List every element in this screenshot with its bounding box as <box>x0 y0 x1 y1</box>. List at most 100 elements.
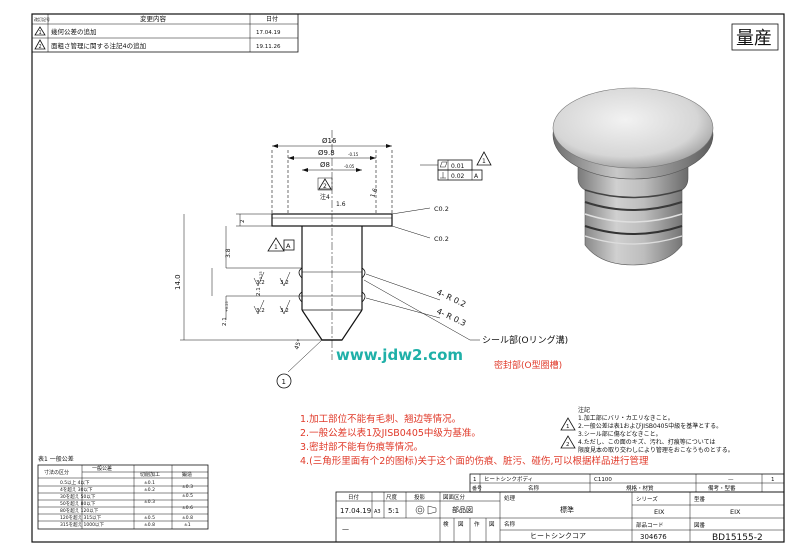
tol-row6-size: 120を超え 315以下 <box>60 514 102 521</box>
parts-qty: 1 <box>771 477 775 483</box>
roughness-1: 3.2 <box>256 280 265 286</box>
title-block: 1 ヒートシンクボディ C1100 — 1 番号 名称 規格・材質 備考・型番 … <box>335 473 785 543</box>
tol-head-general: 一般公差 <box>92 465 112 472</box>
notes-jp-title: 注記 <box>578 406 590 414</box>
tb-drawing-class: 部品図 <box>452 505 473 514</box>
flatness-value: 0.01 <box>451 163 465 170</box>
perp-value: 0.02 <box>451 173 465 180</box>
roughness-2: 3.2 <box>280 280 289 286</box>
tol-row3-cut: ±0.3 <box>144 499 155 505</box>
tb-series-value: EIX <box>654 508 665 516</box>
head-no: 番号 <box>472 485 482 492</box>
note-jp-triangle-2-num: 2 <box>566 442 570 448</box>
part-3d-render <box>552 87 714 266</box>
tb-scale-label: 尺度 <box>386 493 398 501</box>
tb-dwg-label: 図番 <box>694 522 706 529</box>
tb-name-label: 名称 <box>504 520 516 528</box>
note-jp-triangle-2 <box>560 435 576 449</box>
rev-triangle-1 <box>34 26 46 36</box>
note-jp-2: 2.一般公差は表1およびJISB0405中級を基準とする。 <box>578 422 722 430</box>
tb-proj-label: 投影 <box>414 493 426 501</box>
note-jp-3: 3.シール部に傷などなきこと。 <box>578 430 662 438</box>
tb-type-label: 型番 <box>694 495 706 503</box>
tb-tag-draw: 作 <box>474 520 480 528</box>
stamp-text: 量産 <box>736 28 772 49</box>
parts-no: 1 <box>473 477 477 483</box>
dim-2-1b: 2.1 <box>222 317 228 326</box>
note-jp-triangle-1 <box>560 417 576 431</box>
tol-forge-1: ±0.3 <box>182 484 193 490</box>
tol-row2-size: 4を超え 30以下 <box>60 486 93 493</box>
tb-drawing-class-label: 図面区分 <box>443 493 466 501</box>
tol-forge-5: ±1 <box>184 522 191 528</box>
tb-code-label: 部品コード <box>636 521 664 529</box>
rev-row2-content: 面粗さ管理に関する注記4の追加 <box>51 41 146 50</box>
tb-series-label: シリーズ <box>636 495 658 503</box>
note-jp-triangle-1-num: 1 <box>566 424 570 430</box>
rev-row2-mark: 2 <box>39 44 42 50</box>
tol-row1-cut: ±0.1 <box>144 480 155 486</box>
rev-row1-content: 幾何公差の追加 <box>51 27 97 36</box>
datum-a: A <box>286 242 291 250</box>
dim-3-8: 3.8 <box>225 248 232 258</box>
tb-name-value: ヒートシンクコア <box>530 532 586 540</box>
tol-table-title: 表1 一般公差 <box>38 455 74 463</box>
rev-header-mark: 改訂記号 <box>34 16 50 22</box>
note4-triangle <box>318 178 332 190</box>
tb-type-value: EIX <box>730 508 741 516</box>
dim-d8: Ø8 <box>320 161 330 169</box>
dim-2-1a-tol: +0.25 <box>259 271 263 282</box>
rev-row2-date: 19.11.26 <box>256 44 281 50</box>
perp-datum: A <box>474 173 479 180</box>
rev-header-content: 変更内容 <box>140 14 167 23</box>
parts-dash: — <box>728 477 734 483</box>
tolerance-table: 表1 一般公差 寸法の区分 一般公差 切削加工 鍛造 0.5以上 4以下 4を超… <box>37 455 209 530</box>
tb-scale: 5:1 <box>388 507 399 515</box>
tb-std-value: 標準 <box>560 505 574 514</box>
tol-head-cut: 切削加工 <box>140 471 160 478</box>
tol-row2-cut: ±0.2 <box>144 487 155 493</box>
chamfer-c02-top: C0.2 <box>434 205 449 213</box>
tol-forge-2: ±0.5 <box>182 493 193 499</box>
seal-label-jp: シール部(Oリング溝) <box>482 334 568 346</box>
tb-dwg-value: BD15155-2 <box>712 533 763 543</box>
head-name: 名称 <box>528 484 540 492</box>
dim-2-1b-tol: +0.25 <box>225 301 229 312</box>
dim-2-1a: 2.1 <box>256 287 262 296</box>
note-jp-1: 1.加工部にバリ・カエリなきこと。 <box>578 414 674 422</box>
dim-d16: Ø16 <box>322 137 337 145</box>
dim-1-6b: 1.6 <box>369 187 379 199</box>
datum-triangle-num: 1 <box>274 244 278 251</box>
tb-size: A3 <box>374 509 381 515</box>
dim-2: 2 <box>240 220 246 224</box>
tb-tag-drawn: 図 <box>489 521 495 528</box>
revision-table: 改訂記号 変更内容 日付 1 幾何公差の追加 17.04.19 2 面粗さ管理に… <box>31 13 299 53</box>
note4-ref: 注4 <box>320 193 330 201</box>
dim-d98-tol: -0.15 <box>348 152 359 157</box>
tol-row3-size: 30を超え 50以下 <box>60 493 96 500</box>
part-balloon <box>276 373 292 389</box>
radius-r03: 4- R 0.3 <box>435 307 467 328</box>
tol-forge-4: ±0.8 <box>182 515 193 521</box>
note4-triangle-num: 2 <box>323 183 327 190</box>
tol-row1-size: 0.5以上 4以下 <box>60 479 90 486</box>
projection-symbol-icon <box>415 505 437 515</box>
tol-head-size: 寸法の区分 <box>44 469 69 476</box>
note-cn-1: 1.加工部位不能有毛刺、翘边等情况。 <box>300 413 461 425</box>
tb-dash: — <box>342 525 349 533</box>
section-view <box>180 130 480 373</box>
mass-production-stamp: 量産 <box>731 23 779 51</box>
head-spec: 規格・材質 <box>626 484 654 492</box>
parts-name: ヒートシンクボディ <box>484 475 533 483</box>
watermark: www.jdw2.com <box>336 346 463 364</box>
notes-jp: 注記 1.加工部にバリ・カエリなきこと。 2.一般公差は表1およびJISB040… <box>560 406 734 454</box>
note-jp-5: 限度見本の取り交わしにより管理をおこなうものとする。 <box>578 446 734 454</box>
radius-r02: 4- R 0.2 <box>435 288 467 309</box>
roughness-4: 3.2 <box>280 308 289 314</box>
parts-material: C1100 <box>594 477 612 483</box>
geom-tol-triangle <box>476 151 492 166</box>
rev-row1-mark: 1 <box>39 30 42 36</box>
tol-row5-size: 80を超え 120以下 <box>60 507 99 514</box>
rev-header-date: 日付 <box>266 15 278 23</box>
